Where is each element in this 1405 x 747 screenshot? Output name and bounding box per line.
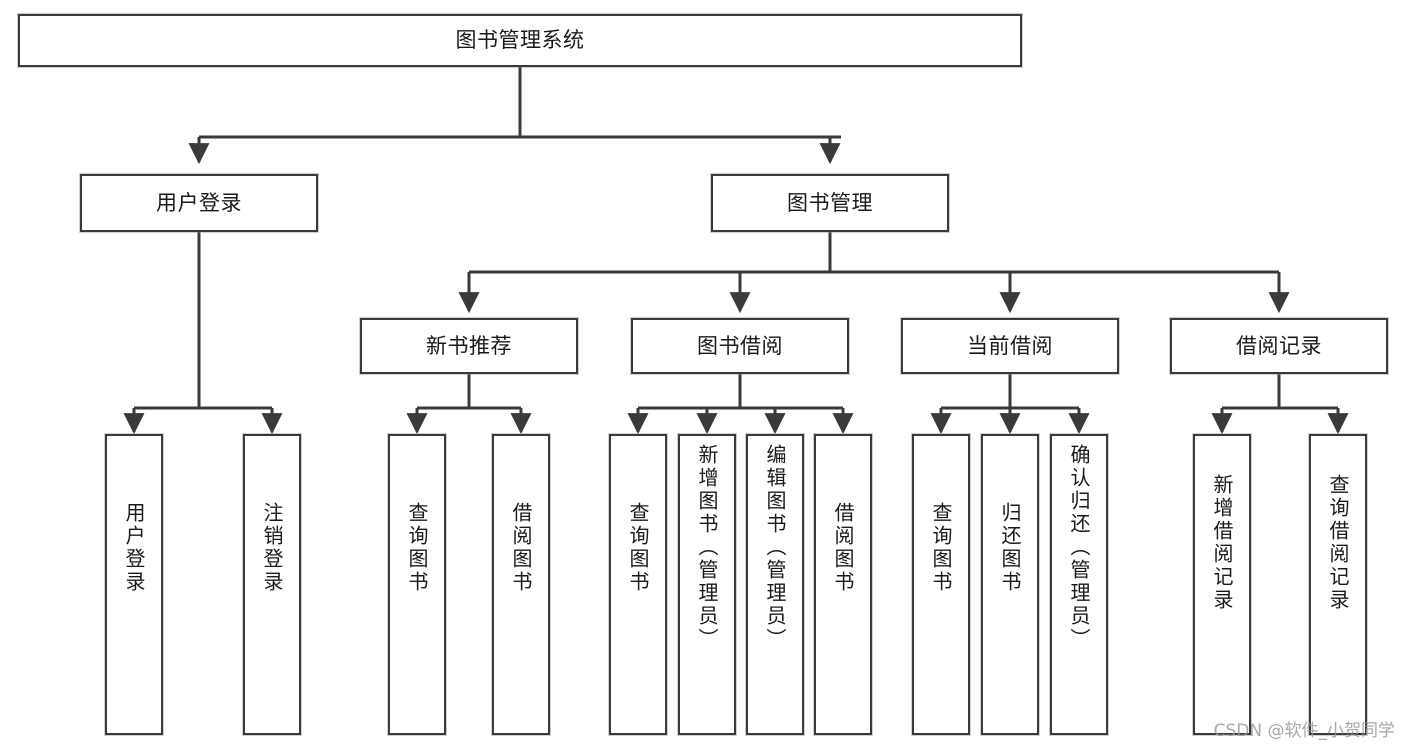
node-current-borrow-label: 当前借阅 bbox=[967, 333, 1053, 358]
node-leaf-edit-book-label: 编辑图书（管理员） bbox=[763, 444, 787, 651]
node-leaf-query-book-1-label: 查询图书 bbox=[405, 502, 429, 594]
node-leaf-logout[interactable]: 注销登录 bbox=[243, 434, 301, 735]
node-leaf-return-book[interactable]: 归还图书 bbox=[981, 434, 1039, 735]
node-leaf-edit-book[interactable]: 编辑图书（管理员） bbox=[746, 434, 804, 735]
node-book-management[interactable]: 图书管理 bbox=[711, 174, 949, 232]
node-book-borrow-label: 图书借阅 bbox=[697, 333, 783, 358]
node-new-book-recommend-label: 新书推荐 bbox=[426, 333, 512, 358]
node-leaf-add-book[interactable]: 新增图书（管理员） bbox=[678, 434, 736, 735]
node-leaf-logout-label: 注销登录 bbox=[260, 502, 284, 594]
node-borrow-record[interactable]: 借阅记录 bbox=[1170, 318, 1388, 374]
node-borrow-record-label: 借阅记录 bbox=[1236, 333, 1322, 358]
node-leaf-query-borrow-record[interactable]: 查询借阅记录 bbox=[1309, 434, 1367, 735]
node-leaf-query-book-3[interactable]: 查询图书 bbox=[912, 434, 970, 735]
node-leaf-add-book-label: 新增图书（管理员） bbox=[695, 444, 719, 651]
node-leaf-query-book-2[interactable]: 查询图书 bbox=[609, 434, 667, 735]
node-leaf-confirm-return[interactable]: 确认归还（管理员） bbox=[1050, 434, 1108, 735]
node-leaf-user-login[interactable]: 用户登录 bbox=[105, 434, 163, 735]
node-root[interactable]: 图书管理系统 bbox=[18, 14, 1022, 67]
node-leaf-borrow-book-2-label: 借阅图书 bbox=[831, 502, 855, 594]
node-leaf-query-book-3-label: 查询图书 bbox=[929, 502, 953, 594]
node-leaf-query-book-1[interactable]: 查询图书 bbox=[388, 434, 446, 735]
csdn-watermark: CSDN @软件_小贺同学 bbox=[1213, 721, 1395, 741]
node-leaf-borrow-book-2[interactable]: 借阅图书 bbox=[814, 434, 872, 735]
node-root-label: 图书管理系统 bbox=[455, 28, 585, 53]
node-leaf-add-borrow-record[interactable]: 新增借阅记录 bbox=[1193, 434, 1251, 735]
node-book-management-label: 图书管理 bbox=[787, 190, 873, 215]
node-leaf-borrow-book-1[interactable]: 借阅图书 bbox=[492, 434, 550, 735]
node-user-login-label: 用户登录 bbox=[156, 190, 242, 215]
node-new-book-recommend[interactable]: 新书推荐 bbox=[360, 318, 578, 374]
node-leaf-confirm-return-label: 确认归还（管理员） bbox=[1067, 444, 1091, 651]
node-book-borrow[interactable]: 图书借阅 bbox=[631, 318, 849, 374]
node-leaf-query-borrow-record-label: 查询借阅记录 bbox=[1326, 474, 1350, 612]
node-leaf-borrow-book-1-label: 借阅图书 bbox=[509, 502, 533, 594]
node-leaf-user-login-label: 用户登录 bbox=[122, 502, 146, 594]
node-leaf-return-book-label: 归还图书 bbox=[998, 502, 1022, 594]
node-leaf-add-borrow-record-label: 新增借阅记录 bbox=[1210, 474, 1234, 612]
node-current-borrow[interactable]: 当前借阅 bbox=[901, 318, 1119, 374]
node-user-login[interactable]: 用户登录 bbox=[80, 174, 318, 232]
node-leaf-query-book-2-label: 查询图书 bbox=[626, 502, 650, 594]
